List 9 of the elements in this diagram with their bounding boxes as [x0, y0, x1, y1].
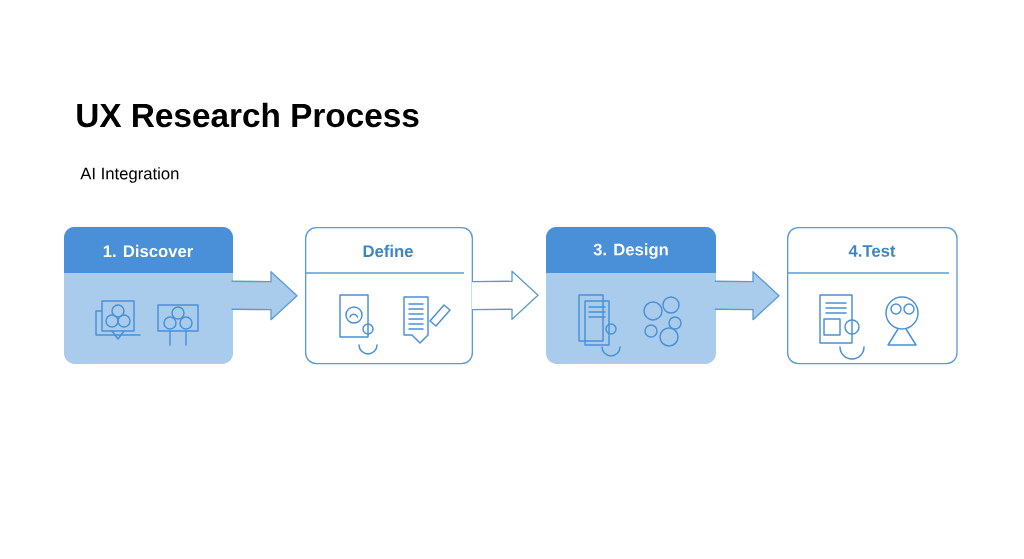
step-box: 3. Design [546, 227, 716, 364]
title: UX Research Process [77, 102, 419, 128]
step-box: 4.Test [786, 227, 958, 365]
subtitle: AI Integration [80, 167, 179, 183]
step-box: 1. Discover [64, 227, 233, 364]
block-arrow [714, 271, 780, 321]
step-box: Define [304, 227, 473, 365]
block-arrow [471, 270, 539, 320]
block-arrow [230, 271, 298, 321]
